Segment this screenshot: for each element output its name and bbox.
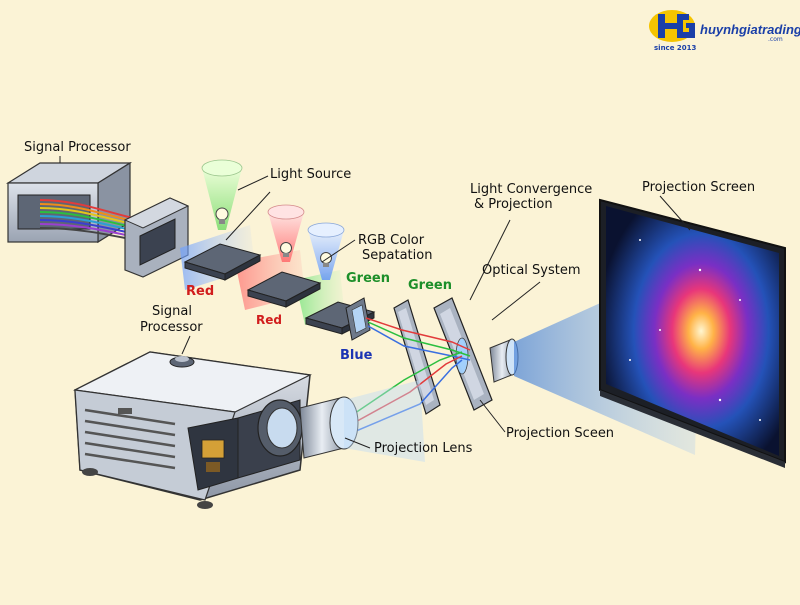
label-green-1: Green [346, 271, 390, 286]
logo-tagline: since 2013 [654, 44, 697, 52]
blue-bulb [307, 222, 345, 280]
projection-screen [599, 198, 786, 468]
label-red-1: Red [186, 284, 215, 299]
label-signal-processor-top: Signal Processor [24, 140, 131, 155]
label-projection-screen-top: Projection Screen [642, 180, 756, 195]
label-projection-screen-bottom: Projection Sceen [506, 426, 615, 441]
output-lens [489, 338, 519, 383]
label-light-convergence-line1: Light Convergence [470, 182, 593, 197]
chip-board [123, 197, 190, 278]
label-optical-system: Optical System [482, 263, 581, 278]
brand-logo: huynhgiatrading .com since 2013 [648, 8, 800, 56]
leader-lines [59, 156, 691, 449]
projector-body [73, 351, 313, 509]
projection-lens [299, 380, 425, 462]
logo-mark-icon [649, 10, 695, 42]
label-rgb-separation-line1: RGB Color [358, 233, 425, 248]
label-projection-lens: Projection Lens [374, 441, 473, 456]
red-bulb [267, 204, 305, 262]
label-red-2: Red [256, 313, 282, 327]
label-signal-processor-bottom-line2: Processor [140, 320, 203, 335]
logo-brand-text: huynhgiatrading [700, 22, 800, 37]
logo-domain-suffix: .com [768, 36, 783, 43]
label-rgb-separation-line2: Sepatation [362, 248, 433, 263]
label-signal-processor-bottom-line1: Signal [152, 304, 192, 319]
chip-2 [246, 271, 322, 308]
color-rays [329, 317, 471, 443]
prism [345, 297, 371, 341]
green-bulb [201, 159, 243, 230]
label-blue: Blue [340, 348, 373, 363]
label-light-source: Light Source [270, 167, 352, 182]
chip-1 [183, 243, 262, 281]
label-green-2: Green [408, 278, 452, 293]
label-light-convergence-line2: & Projection [474, 197, 553, 212]
